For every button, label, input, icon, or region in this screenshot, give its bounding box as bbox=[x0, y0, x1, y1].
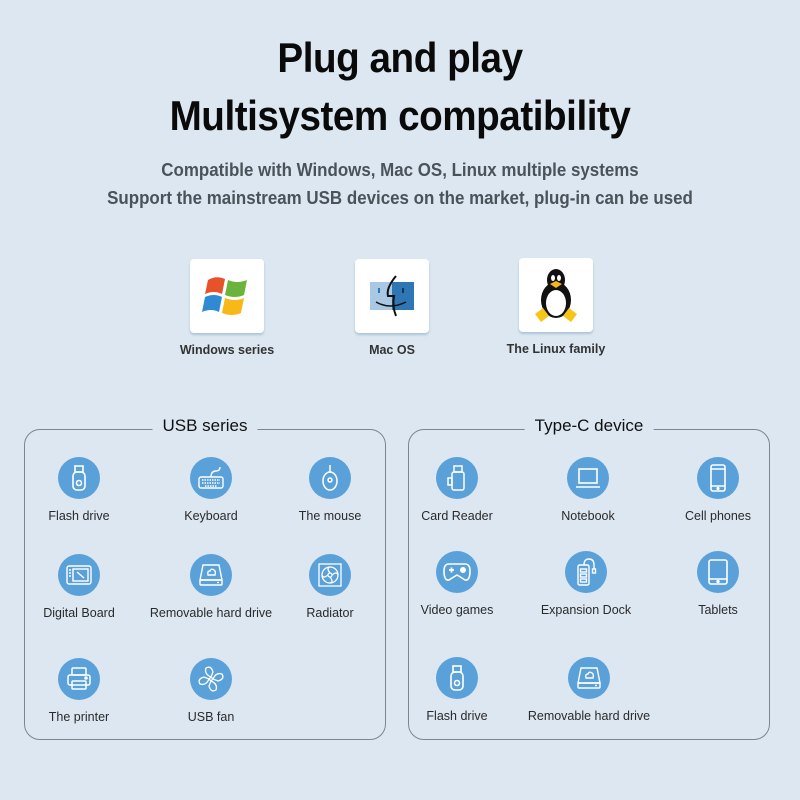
device-item: The printer bbox=[9, 658, 149, 724]
tablet-icon bbox=[697, 551, 739, 593]
device-label: Removable hard drive bbox=[149, 606, 273, 620]
device-label: Digital Board bbox=[43, 606, 115, 620]
panel-title: USB series bbox=[152, 416, 258, 436]
page-title-line2: Multisystem compatibility bbox=[169, 92, 631, 139]
subtitle-line1: Compatible with Windows, Mac OS, Linux m… bbox=[161, 160, 639, 180]
device-label: Card Reader bbox=[421, 509, 493, 523]
subtitle-line2: Support the mainstream USB devices on th… bbox=[107, 188, 693, 208]
device-label: Flash drive bbox=[426, 709, 488, 723]
windows-logo-card bbox=[190, 259, 264, 333]
macos-logo-card bbox=[355, 259, 429, 333]
dock-icon bbox=[565, 551, 607, 593]
digital-board-icon bbox=[58, 554, 100, 596]
page-title-line1: Plug and play bbox=[277, 34, 523, 81]
device-label: Removable hard drive bbox=[527, 709, 651, 723]
device-label: Expansion Dock bbox=[540, 603, 632, 617]
device-item: Card Reader bbox=[387, 457, 527, 523]
windows-logo-icon bbox=[202, 277, 247, 315]
os-macos: Mac OS bbox=[317, 259, 467, 357]
card-reader-icon bbox=[436, 457, 478, 499]
os-label: The Linux family bbox=[506, 342, 606, 356]
device-item: Flash drive bbox=[387, 657, 527, 723]
device-item: Expansion Dock bbox=[516, 551, 656, 617]
device-item: The mouse bbox=[260, 457, 400, 523]
os-windows: Windows series bbox=[152, 259, 302, 357]
os-label: Mac OS bbox=[369, 343, 415, 357]
os-label: Windows series bbox=[179, 343, 275, 357]
fan-icon bbox=[190, 658, 232, 700]
device-label: Flash drive bbox=[48, 509, 110, 523]
hard-drive-icon bbox=[190, 554, 232, 596]
device-item: Radiator bbox=[260, 554, 400, 620]
device-label: Cell phones bbox=[684, 509, 751, 523]
printer-icon bbox=[58, 658, 100, 700]
gamepad-icon bbox=[436, 551, 478, 593]
device-label: Notebook bbox=[561, 509, 615, 523]
device-item: Video games bbox=[387, 551, 527, 617]
phone-icon bbox=[697, 457, 739, 499]
device-label: Video games bbox=[420, 603, 494, 617]
mac-finder-icon bbox=[370, 275, 414, 317]
usb-series-panel: USB series bbox=[24, 416, 386, 740]
device-item: USB fan bbox=[141, 658, 281, 724]
device-item: Cell phones bbox=[648, 457, 788, 523]
flash-drive-icon bbox=[58, 457, 100, 499]
keyboard-icon bbox=[190, 457, 232, 499]
linux-tux-icon bbox=[535, 269, 577, 322]
device-item: Removable hard drive bbox=[519, 657, 659, 723]
typec-device-panel: Type-C device bbox=[408, 416, 770, 740]
mouse-icon bbox=[309, 457, 351, 499]
device-item: Flash drive bbox=[9, 457, 149, 523]
device-item: Notebook bbox=[518, 457, 658, 523]
os-linux: The Linux family bbox=[481, 258, 631, 356]
device-label: Keyboard bbox=[184, 509, 238, 523]
laptop-icon bbox=[567, 457, 609, 499]
device-item: Tablets bbox=[648, 551, 788, 617]
device-label: The mouse bbox=[298, 509, 362, 523]
panel-title: Type-C device bbox=[524, 416, 654, 436]
device-item: Digital Board bbox=[9, 554, 149, 620]
device-label: The printer bbox=[48, 710, 110, 724]
flash-drive-icon bbox=[436, 657, 478, 699]
device-label: USB fan bbox=[187, 710, 235, 724]
device-label: Tablets bbox=[698, 603, 738, 617]
hard-drive-icon bbox=[568, 657, 610, 699]
device-item: Keyboard bbox=[141, 457, 281, 523]
device-label: Radiator bbox=[306, 606, 354, 620]
radiator-fan-icon bbox=[309, 554, 351, 596]
device-item: Removable hard drive bbox=[141, 554, 281, 620]
linux-logo-card bbox=[519, 258, 593, 332]
